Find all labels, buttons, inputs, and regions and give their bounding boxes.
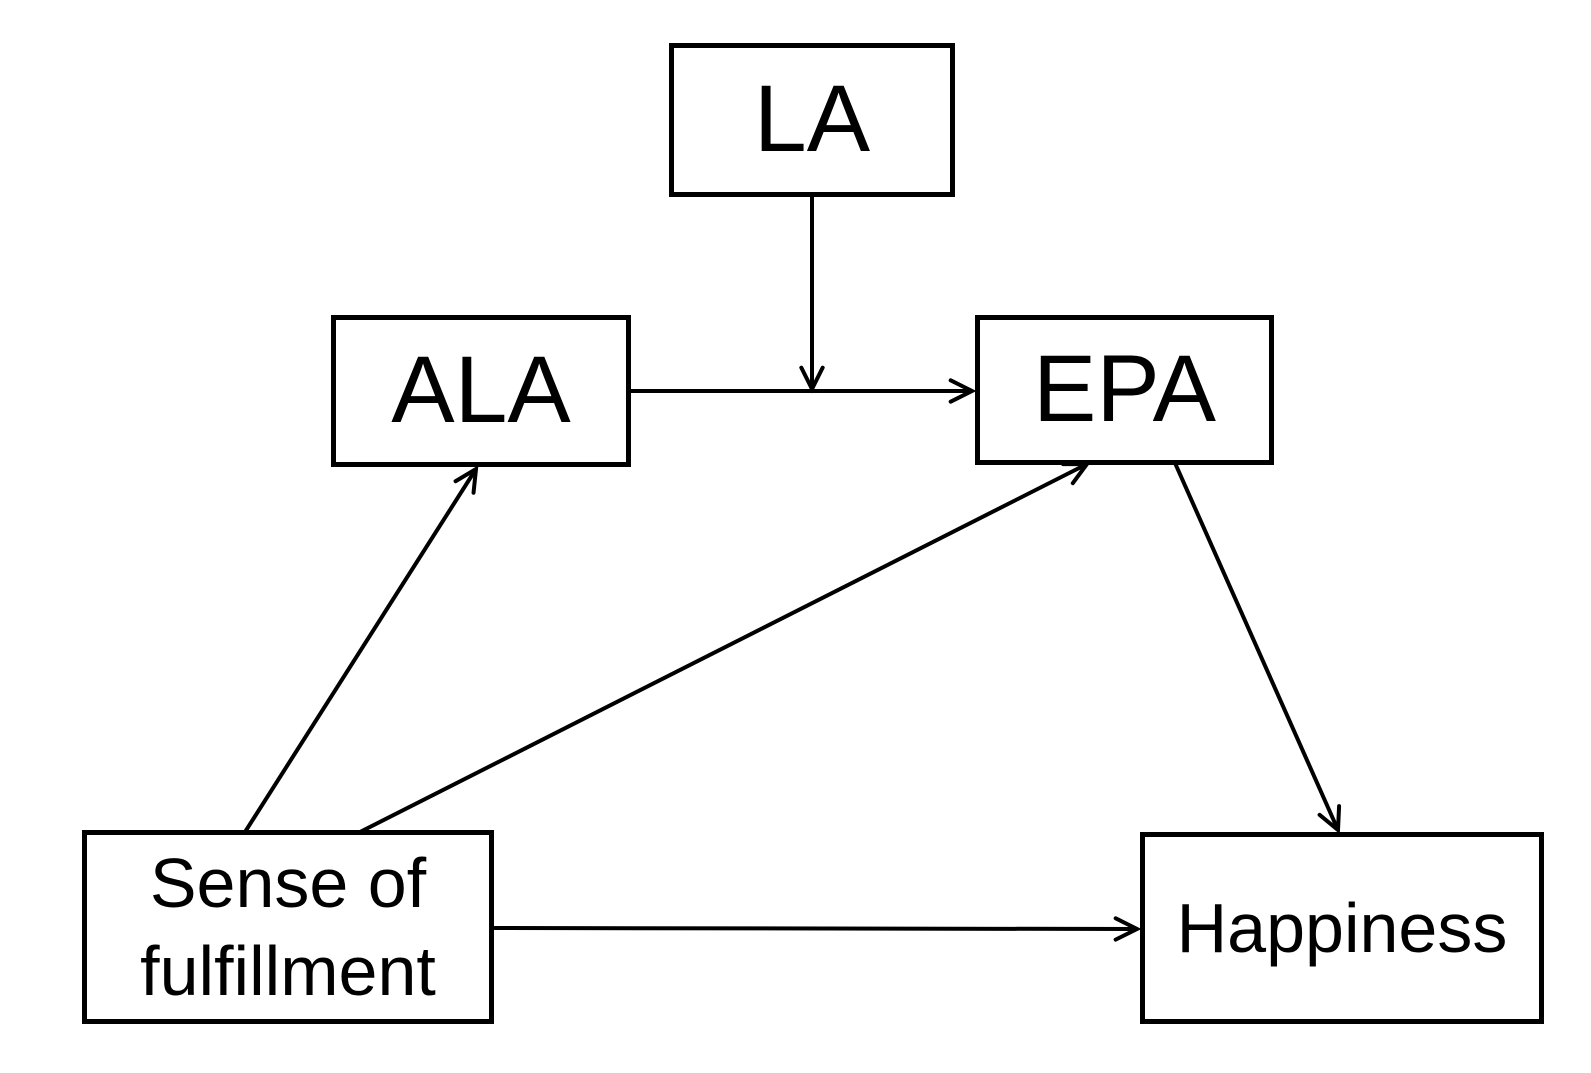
- edge-fulfillment-to-ala: [243, 465, 479, 834]
- node-epa-label: EPA: [1032, 336, 1217, 443]
- node-happiness-label: Happiness: [1176, 888, 1508, 967]
- node-la: LA: [669, 43, 955, 197]
- node-epa: EPA: [975, 315, 1274, 465]
- edge-fulfillment-to-happiness: [493, 916, 1142, 942]
- edge-fulfillment-to-epa: [359, 461, 1091, 834]
- node-ala: ALA: [331, 315, 631, 467]
- node-sense-of-fulfillment-label: Sense of fulfillment: [140, 843, 436, 1010]
- node-happiness: Happiness: [1140, 832, 1544, 1024]
- node-la-label: LA: [753, 66, 871, 173]
- edge-epa-to-happiness: [1173, 462, 1342, 835]
- node-sense-of-fulfillment: Sense of fulfillment: [82, 830, 494, 1024]
- node-ala-label: ALA: [391, 337, 571, 444]
